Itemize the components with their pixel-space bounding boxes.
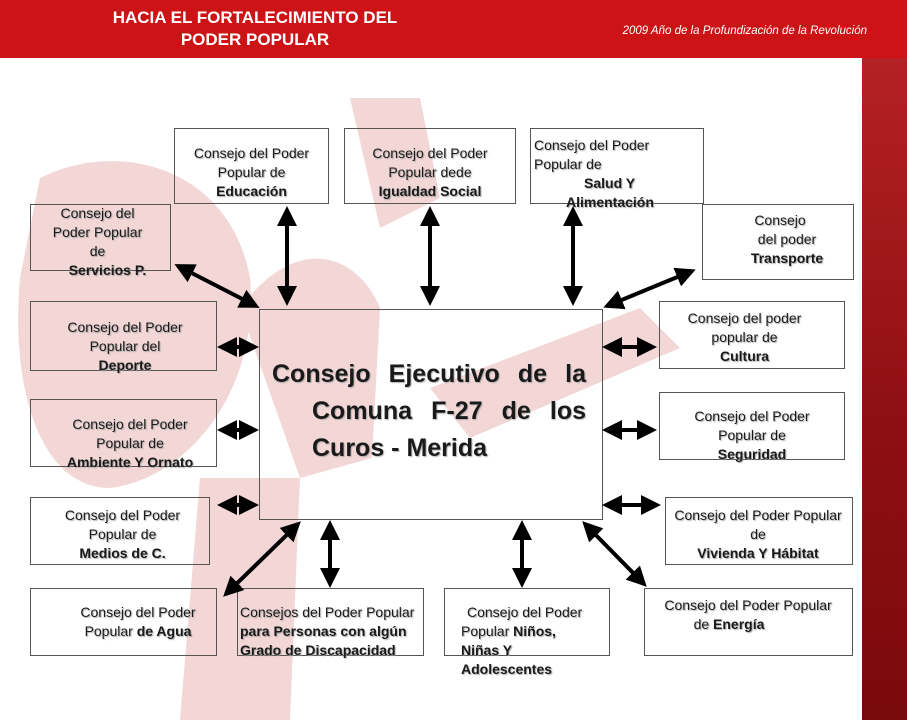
council-label-igualdad: Consejo del Poder Popular dede Igualdad … <box>372 145 488 199</box>
council-label-servicios: Consejo del Poder Popular de Servicios P… <box>52 205 147 278</box>
header-bar: HACIA EL FORTALECIMIENTO DEL PODER POPUL… <box>0 0 907 58</box>
council-box-discapacidad <box>237 588 424 656</box>
council-box-salud <box>530 128 704 204</box>
council-box-transporte <box>702 204 854 280</box>
council-label-seguridad: Consejo del Poder Popular de Seguridad <box>694 408 810 462</box>
center-title-line3: Curos - Merida <box>312 434 488 462</box>
council-box-educacion <box>174 128 329 204</box>
arrow-transporte <box>603 267 696 310</box>
council-label-ninos: Consejo del Poder Popular Niños, Niñas Y… <box>461 604 583 677</box>
council-box-igualdad <box>344 128 516 204</box>
council-label-educacion: Consejo del Poder Popular de Educación <box>193 145 310 199</box>
council-box-seguridad <box>659 392 845 460</box>
council-label-transporte: Consejo del poder Transporte <box>750 212 824 266</box>
council-label-deporte: Consejo del Poder Popular del Deporte <box>67 319 183 373</box>
council-label-discapacidad: Consejos del Poder Popular para Personas… <box>240 604 415 658</box>
council-box-deporte <box>30 301 217 371</box>
council-box-vivienda <box>665 497 853 565</box>
council-label-vivienda: Consejo del Poder Popular de Vivienda Y … <box>674 507 842 561</box>
council-box-ninos <box>444 588 610 656</box>
council-label-energia: Consejo del Poder Popular de Energía <box>664 597 832 632</box>
council-label-cultura: Consejo del poder popular de Cultura <box>687 310 802 364</box>
council-box-servicios <box>30 204 171 271</box>
council-box-cultura <box>659 301 845 369</box>
council-label-ambiente: Consejo del Poder Popular de Ambiente Y … <box>66 416 194 470</box>
background-watermark-art <box>18 98 680 720</box>
center-title-line1: Consejo Ejecutivo de la <box>272 360 586 388</box>
header-title: HACIA EL FORTALECIMIENTO DEL PODER POPUL… <box>100 7 410 51</box>
arrow-agua <box>223 521 301 597</box>
council-label-salud: Consejo del Poder Popular de Salud Y Ali… <box>534 137 654 210</box>
center-title: Consejo Ejecutivo de la Comuna F-27 de l… <box>272 356 586 467</box>
arrow-energia <box>582 521 647 587</box>
right-decorative-bar <box>862 58 907 720</box>
council-box-agua <box>30 588 217 656</box>
council-box-ambiente <box>30 399 217 467</box>
header-title-line1: HACIA EL FORTALECIMIENTO DEL <box>112 8 398 27</box>
council-box-medios <box>30 497 210 565</box>
council-label-agua: Consejo del Poder Popular de Agua <box>80 604 196 639</box>
center-title-line2: Comuna F-27 de los <box>312 397 586 425</box>
arrow-servicios <box>174 264 260 308</box>
center-box <box>259 309 603 520</box>
council-box-energia <box>644 588 853 656</box>
council-label-medios: Consejo del Poder Popular de Medios de C… <box>64 507 181 561</box>
header-title-line2: PODER POPULAR <box>180 30 330 49</box>
header-subtitle: 2009 Año de la Profundización de la Revo… <box>622 25 867 37</box>
